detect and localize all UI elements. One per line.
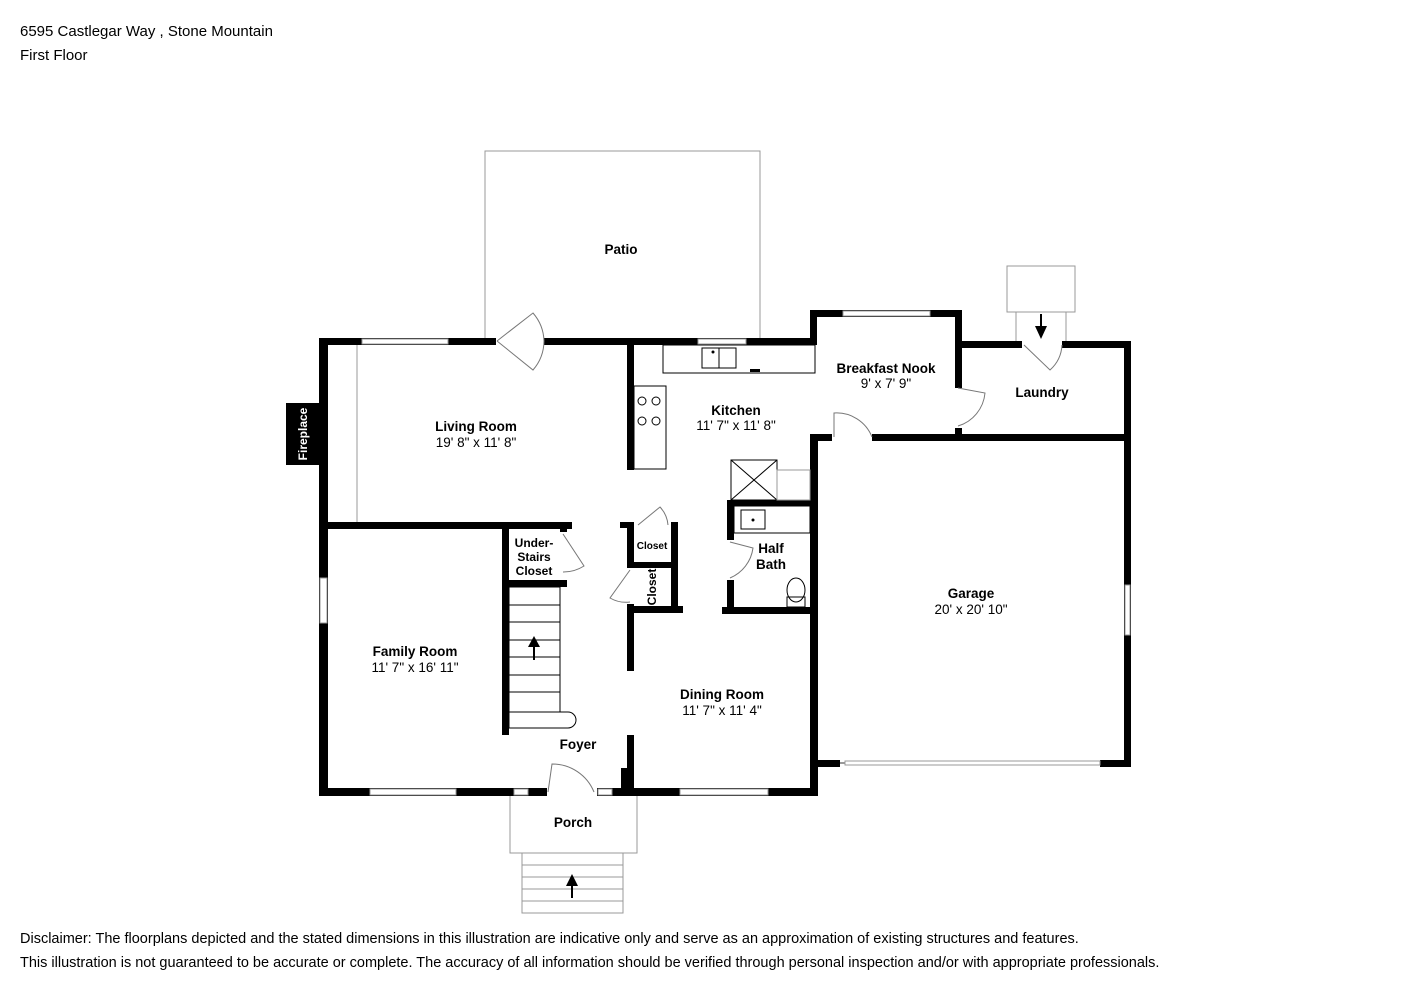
under-stairs-closet-label-3: Closet — [516, 564, 553, 578]
up-arrow-icon — [528, 636, 540, 660]
half-bath-label-2: Bath — [756, 557, 786, 572]
kitchen-fixtures — [633, 344, 816, 501]
patio-label: Patio — [604, 242, 637, 257]
foyer-label: Foyer — [560, 737, 598, 752]
porch-up-arrow-icon — [566, 874, 578, 898]
floor-label: First Floor — [20, 47, 88, 64]
half-bath-label-1: Half — [758, 541, 784, 556]
porch-steps — [521, 852, 624, 914]
walls — [286, 310, 1131, 796]
doors — [496, 312, 1063, 797]
half-bath-fixtures — [733, 505, 811, 608]
breakfast-nook-label: Breakfast Nook — [836, 361, 936, 376]
dining-room-dims: 11' 7" x 11' 4" — [682, 703, 762, 718]
porch-label: Porch — [554, 815, 592, 830]
breakfast-nook-dims: 9' x 7' 9" — [861, 376, 912, 391]
living-room-label: Living Room — [435, 419, 517, 434]
windows — [319, 310, 1131, 796]
living-room-dims: 19' 8" x 11' 8" — [436, 435, 517, 450]
closet-top-label: Closet — [637, 541, 668, 552]
fireplace-label: Fireplace — [296, 407, 310, 460]
disclaimer-line-2: This illustration is not guaranteed to b… — [20, 955, 1160, 971]
dining-room-label: Dining Room — [680, 687, 764, 702]
under-stairs-closet-label-2: Stairs — [517, 550, 551, 564]
garage-label: Garage — [948, 586, 995, 601]
kitchen-label: Kitchen — [711, 403, 761, 418]
laundry-label: Laundry — [1015, 385, 1069, 400]
disclaimer-line-1: Disclaimer: The floorplans depicted and … — [20, 931, 1079, 947]
kitchen-dims: 11' 7" x 11' 8" — [696, 418, 776, 433]
garage-dims: 20' x 20' 10" — [935, 602, 1008, 617]
under-stairs-closet-label-1: Under- — [515, 536, 554, 550]
family-room-dims: 11' 7" x 16' 11" — [371, 660, 458, 675]
family-room-label: Family Room — [373, 644, 458, 659]
closet-side-label: Closet — [645, 569, 659, 606]
laundry-step — [1006, 265, 1076, 313]
address-title: 6595 Castlegar Way , Stone Mountain — [20, 23, 273, 40]
staircase — [508, 586, 577, 729]
laundry-down-arrow-icon — [1035, 314, 1047, 339]
